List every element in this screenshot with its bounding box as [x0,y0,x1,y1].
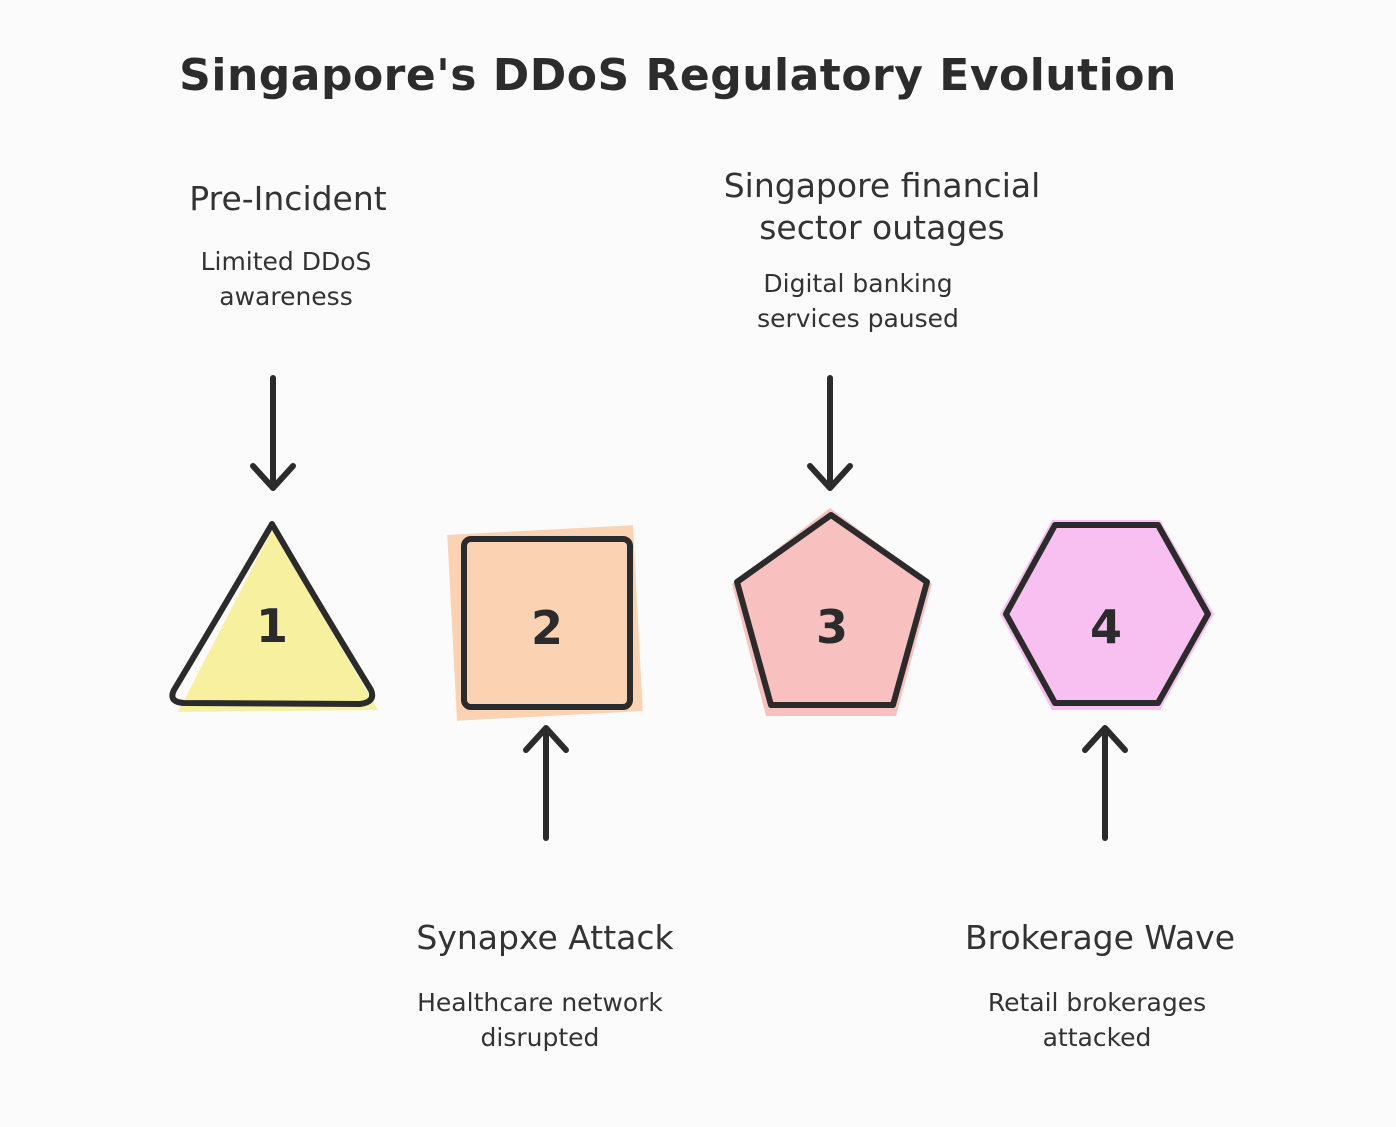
stage-4-hexagon: 4 [1000,520,1214,710]
stage-1-title: Pre-Incident [189,179,387,218]
diagram-title: Singapore's DDoS Regulatory Evolution [179,50,1177,101]
stage-2-description: Healthcare network disrupted [417,988,663,1052]
arrow-up-stage-4 [1082,725,1128,841]
stage-1-description: Limited DDoS awareness [200,247,372,311]
stage-3-title: Singapore financial sector outages [723,166,1041,247]
arrow-up-stage-2 [523,725,569,841]
stage-1-number: 1 [256,599,288,653]
stage-3-number: 3 [816,600,848,654]
stage-2-number: 2 [531,601,563,655]
stage-3-pentagon: 3 [732,508,932,716]
stage-2-square: 2 [447,525,643,721]
stage-1-triangle: 1 [169,521,378,712]
stage-3-description: Digital banking services paused [757,269,959,333]
stage-4-number: 4 [1090,600,1122,654]
stage-2-title: Synapxe Attack [416,918,674,957]
arrow-down-stage-3 [807,375,853,491]
arrow-down-stage-1 [250,375,296,491]
stage-4-description: Retail brokerages attacked [987,988,1207,1052]
stage-4-title: Brokerage Wave [964,918,1235,957]
